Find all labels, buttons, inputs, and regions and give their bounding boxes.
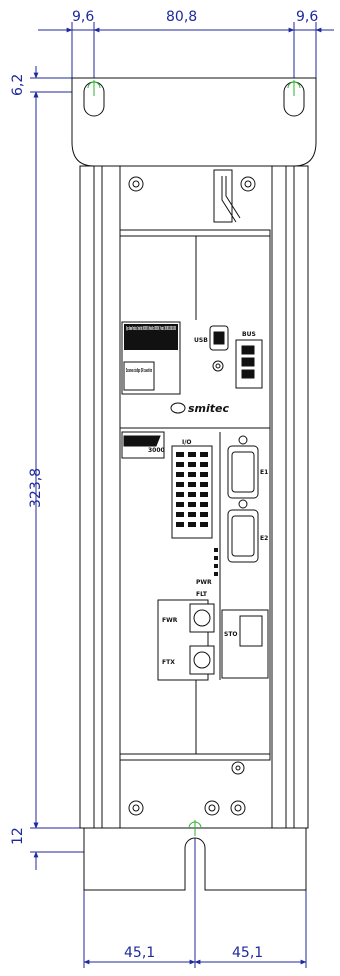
dim-top-mid: 80,8	[166, 9, 197, 25]
bus-label: BUS	[242, 331, 256, 338]
dim-bottom-left: 45,1	[124, 945, 155, 961]
dim-total-height: 323,8	[28, 468, 44, 508]
top-mounting-bracket	[71, 77, 317, 167]
usb-label: USB	[194, 337, 208, 344]
dim-bottom-offset: 12	[10, 827, 26, 845]
sticker-text: Type: Name Produto / Order No: XXXXXXX /…	[126, 326, 176, 332]
brand-text: smitec	[188, 402, 229, 415]
e1-label: E1	[260, 469, 268, 476]
hole-marker-bottom	[188, 820, 202, 836]
io-terminal-pins	[176, 452, 218, 576]
dim-top-left: 9,6	[72, 9, 94, 25]
dimension-bottom	[83, 830, 307, 968]
qr-text: Escanee código QR cuestión	[126, 367, 152, 374]
sto-label: STO	[224, 631, 238, 638]
bus-connector	[235, 339, 263, 389]
io-panel	[120, 427, 270, 681]
screws	[128, 176, 256, 816]
hole-marker-right	[287, 80, 301, 96]
pwr-label: PWR	[196, 579, 212, 586]
dimension-top	[38, 22, 334, 78]
fwr-label: FWR	[162, 617, 178, 624]
model-logo: 3000	[148, 447, 165, 454]
io-label: I/O	[182, 439, 192, 446]
hole-marker-left	[87, 80, 101, 96]
product-sticker	[121, 321, 181, 395]
ftx-label: FTX	[162, 659, 175, 666]
e2-label: E2	[260, 535, 268, 542]
brand-logo	[170, 402, 186, 414]
dim-bottom-right: 45,1	[232, 945, 263, 961]
flt-label: FLT	[196, 591, 208, 598]
bottom-mounting-bracket	[83, 827, 307, 891]
dim-top-right: 9,6	[296, 9, 318, 25]
usb-port	[209, 325, 229, 372]
dim-hole-offset: 6,2	[10, 74, 26, 96]
